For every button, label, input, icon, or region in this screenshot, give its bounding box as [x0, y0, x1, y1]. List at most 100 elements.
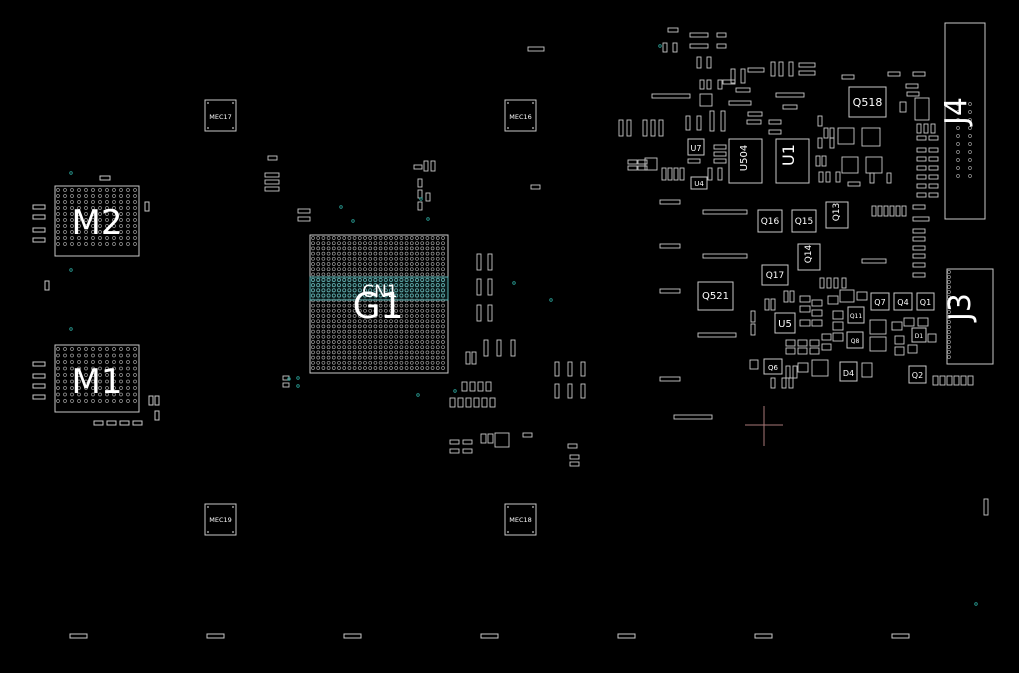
pad — [337, 308, 341, 313]
transistor-q2[interactable]: Q2 — [908, 365, 927, 384]
transistor-q7[interactable]: Q7 — [870, 292, 890, 311]
transistor-q8[interactable]: Q8 — [846, 331, 864, 349]
pad — [383, 278, 388, 282]
transistor-q4[interactable]: Q4 — [893, 292, 913, 311]
pad — [373, 355, 378, 360]
pad — [133, 236, 137, 240]
transistor-q13[interactable]: Q13 — [825, 201, 849, 229]
transistor-q6[interactable]: Q6 — [763, 358, 783, 375]
pad — [394, 308, 399, 313]
pad — [415, 308, 419, 313]
component-m1[interactable]: M1 — [54, 344, 140, 413]
pad — [56, 399, 60, 403]
pad — [373, 303, 378, 308]
pad — [435, 355, 440, 360]
transistor-q15[interactable]: Q15 — [791, 209, 817, 233]
pad — [326, 366, 331, 370]
passive-part — [297, 208, 311, 214]
pad — [98, 242, 102, 246]
pad — [435, 288, 440, 293]
pad — [441, 360, 445, 365]
pad — [321, 293, 326, 298]
pad — [383, 355, 388, 360]
pad — [394, 345, 399, 350]
pad — [420, 256, 425, 261]
pad — [357, 272, 362, 277]
pad — [363, 319, 367, 324]
pad — [342, 334, 347, 339]
pad — [404, 308, 409, 313]
passive-part — [659, 243, 681, 249]
m2-pad-grid — [56, 188, 137, 246]
mounting-hole-mec19[interactable]: MEC19 — [204, 503, 237, 536]
transistor-q518[interactable]: Q518 — [848, 86, 887, 118]
pad — [409, 303, 414, 308]
pad — [70, 379, 74, 384]
passive-part — [489, 397, 496, 408]
connector-j4[interactable]: J4 — [939, 22, 986, 220]
pad — [331, 334, 336, 339]
pad — [368, 340, 373, 344]
passive-part — [928, 147, 939, 153]
passive-part — [912, 204, 926, 210]
diode-d4[interactable]: D4 — [839, 361, 858, 382]
pad — [404, 288, 409, 293]
pad — [947, 295, 951, 299]
passive-part — [699, 93, 713, 107]
mounting-hole-mec16[interactable]: MEC16 — [504, 99, 537, 132]
pad — [119, 188, 123, 192]
transistor-q14[interactable]: Q14 — [797, 243, 821, 271]
pad — [435, 360, 440, 365]
pad — [404, 278, 409, 282]
passive-part — [477, 381, 484, 392]
diode-d1[interactable]: D1 — [911, 327, 927, 343]
pad — [394, 324, 399, 329]
pad — [373, 256, 378, 261]
pad — [70, 224, 74, 228]
pad — [404, 241, 409, 246]
pad — [119, 212, 123, 216]
ic-u504[interactable]: U504 — [728, 138, 763, 184]
pad — [383, 288, 388, 293]
component-m2[interactable]: M2 — [54, 185, 140, 257]
pad — [342, 319, 347, 324]
transistor-q521[interactable]: Q521 — [697, 281, 734, 311]
pad — [321, 308, 326, 313]
transistor-q16[interactable]: Q16 — [757, 209, 783, 233]
mounting-hole-mec18[interactable]: MEC18 — [504, 503, 537, 536]
pad — [321, 324, 326, 329]
transistor-q17[interactable]: Q17 — [761, 264, 789, 286]
pad — [311, 241, 315, 246]
pad — [91, 353, 95, 358]
pad — [404, 350, 409, 355]
passive-part — [637, 165, 648, 171]
ic-u4[interactable]: U4 — [690, 176, 708, 190]
ic-u1[interactable]: U1 — [775, 138, 810, 184]
pad — [441, 262, 445, 266]
pad — [126, 366, 130, 371]
pad — [399, 319, 404, 324]
component-g1[interactable]: G1 CN1 — [309, 234, 449, 374]
mounting-hole-mec17[interactable]: MEC17 — [204, 99, 237, 132]
pad — [404, 236, 409, 240]
pad — [352, 272, 357, 277]
pad — [373, 272, 378, 277]
pad — [425, 319, 430, 324]
transistor-q11[interactable]: Q11 — [847, 306, 865, 324]
passive-part — [735, 87, 751, 93]
pad — [112, 230, 116, 234]
pad — [378, 278, 383, 282]
pad — [415, 278, 419, 282]
ic-u7[interactable]: U7 — [687, 138, 705, 156]
pad — [347, 366, 352, 370]
pad — [337, 256, 341, 261]
pad — [357, 251, 362, 256]
ic-u5[interactable]: U5 — [774, 312, 796, 334]
pad — [357, 355, 362, 360]
transistor-q1[interactable]: Q1 — [916, 292, 935, 311]
connector-j3[interactable]: J3 — [943, 268, 994, 365]
pad — [112, 347, 116, 351]
pad — [415, 366, 419, 370]
pad — [321, 366, 326, 370]
